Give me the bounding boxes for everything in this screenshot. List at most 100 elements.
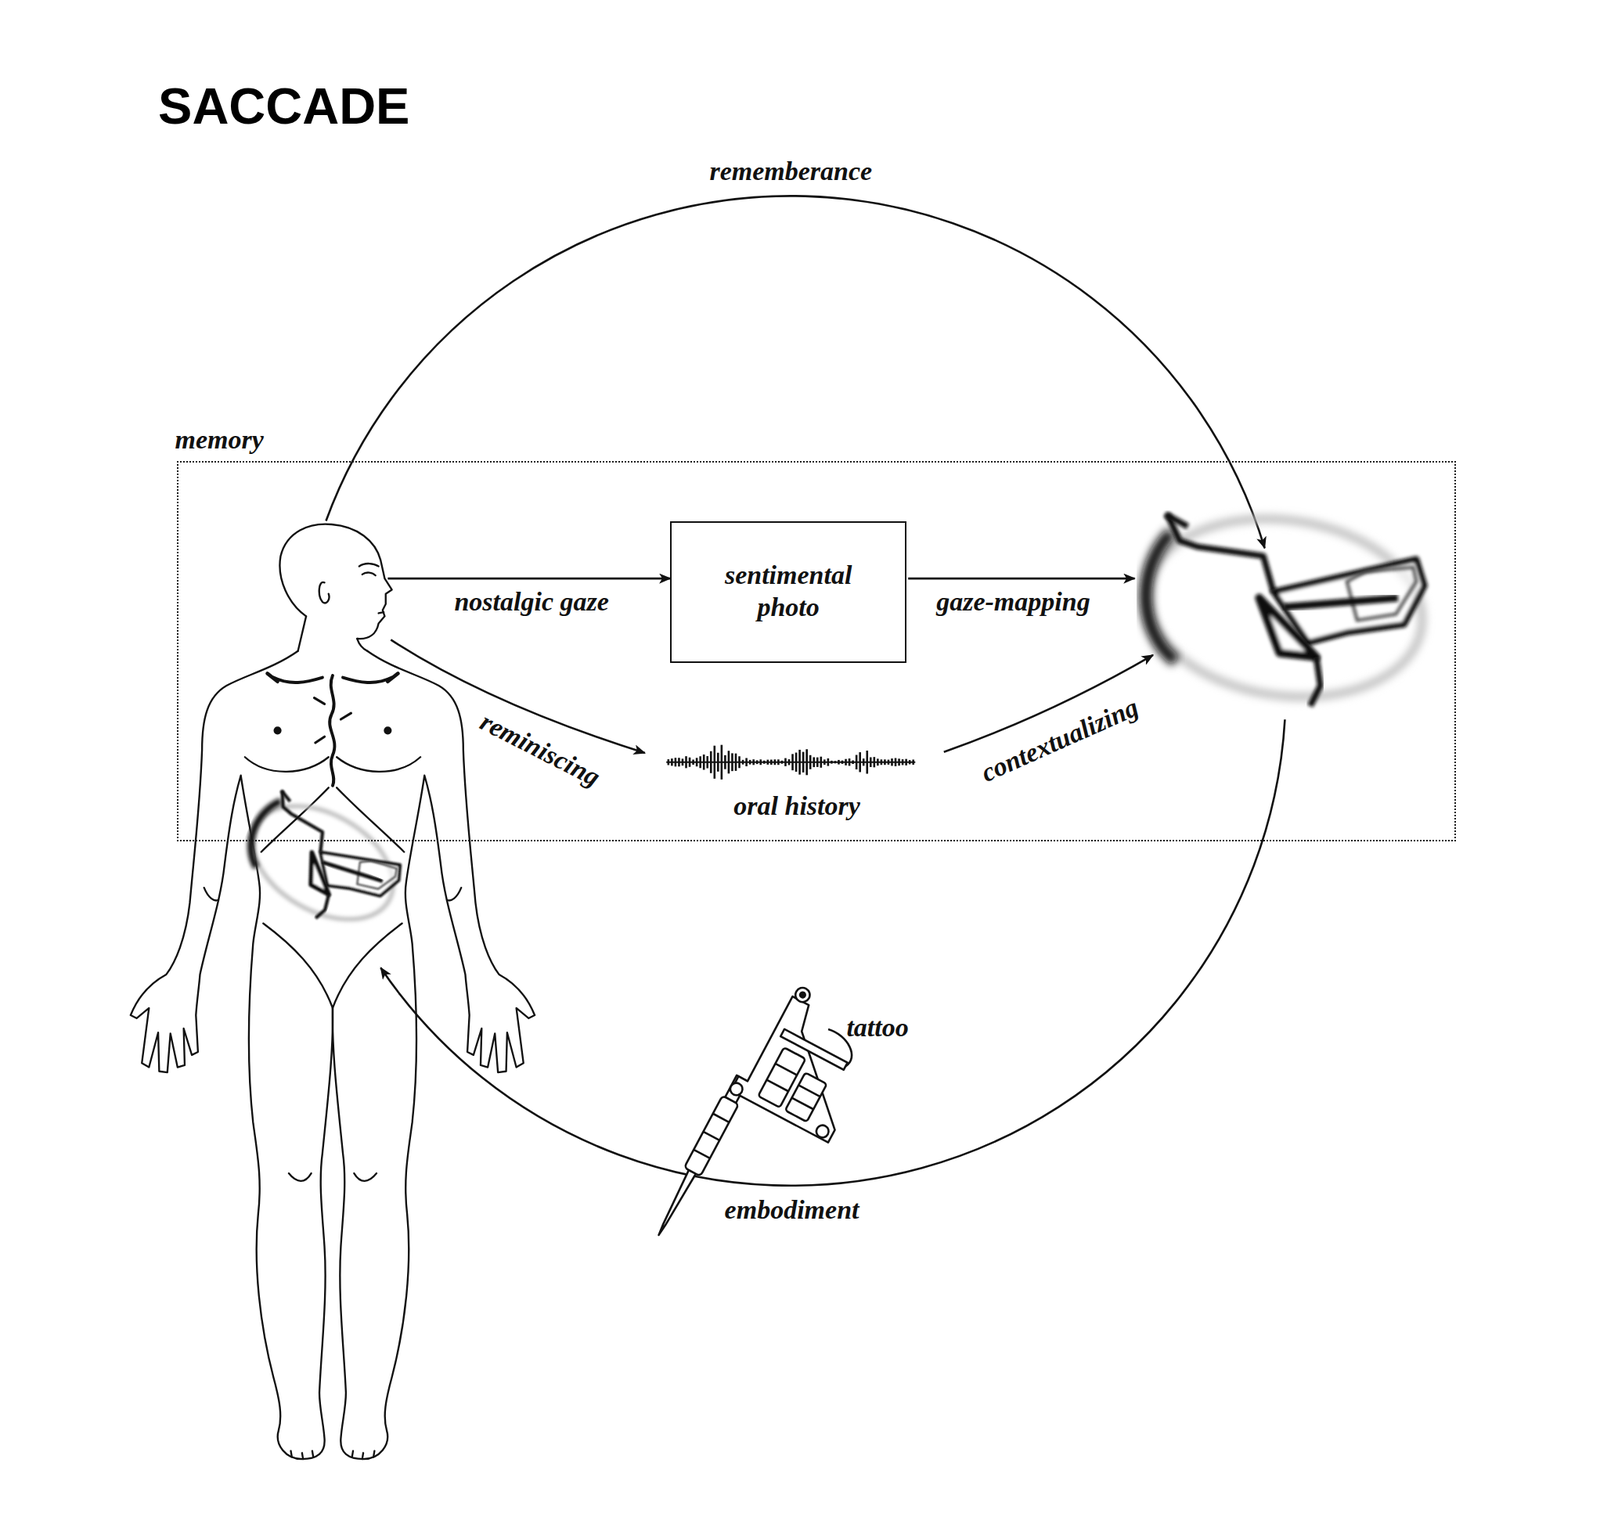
waveform-bar xyxy=(713,745,716,779)
tattoo-machine xyxy=(684,1095,739,1177)
waveform-bar xyxy=(834,760,837,764)
waveform-bar xyxy=(695,757,699,767)
waveform-bar xyxy=(699,756,702,768)
waveform-bar xyxy=(702,754,706,771)
tattoo-machine xyxy=(780,1029,847,1071)
waveform-bar xyxy=(670,758,674,766)
waveform-bar xyxy=(763,760,766,764)
waveform-bar xyxy=(827,758,830,767)
figure-ear xyxy=(319,582,330,603)
waveform-bar xyxy=(855,755,858,771)
waveform-bar xyxy=(802,752,805,773)
figure-mouth xyxy=(378,612,385,613)
process-label: oral history xyxy=(733,789,861,822)
human-figure xyxy=(130,524,535,1460)
tattoo-machine xyxy=(792,985,813,1006)
waveform-bar xyxy=(731,753,734,772)
memory-region: memorysentimental photo xyxy=(176,461,1457,842)
waveform-bar xyxy=(745,757,748,767)
waveform-bar xyxy=(742,760,745,765)
waveform-bar xyxy=(795,753,798,772)
waveform-bar xyxy=(770,760,773,765)
embodiment-arc xyxy=(380,719,1285,1186)
waveform-bar xyxy=(691,759,695,765)
waveform-bar xyxy=(869,757,873,768)
waveform-bar xyxy=(858,752,862,772)
waveform-bar xyxy=(897,758,901,766)
body-tattoo xyxy=(224,778,422,948)
waveform-bar xyxy=(788,759,791,765)
diagram-title: SACCADE xyxy=(158,78,410,135)
waveform-bar xyxy=(880,759,883,765)
label-holder: oral history xyxy=(733,789,861,822)
waveform-bar xyxy=(812,756,815,768)
waveform-bar xyxy=(677,757,681,767)
box-label: sentimental photo xyxy=(709,559,867,624)
figure-half xyxy=(130,651,333,1460)
waveform-bar xyxy=(809,755,812,770)
label-holder: rememberance xyxy=(709,155,873,188)
waveform-bar xyxy=(862,758,865,766)
title-holder: SACCADE xyxy=(158,78,410,135)
process-label: tattoo xyxy=(846,1011,909,1044)
gaze-arrow xyxy=(387,577,671,581)
waveform-bar xyxy=(887,760,891,765)
waveform-bar xyxy=(873,756,876,768)
waveform-bar xyxy=(851,760,855,764)
waveform-bar xyxy=(805,749,808,775)
tattoo-machine xyxy=(693,1113,729,1159)
waveform-bar xyxy=(781,760,784,764)
waveform-bar xyxy=(901,759,905,765)
waveform-bar xyxy=(727,750,731,774)
illustration-group xyxy=(130,195,1435,1460)
figure-eye xyxy=(362,572,376,577)
tattoo-machine xyxy=(655,1168,697,1238)
figure-neck xyxy=(356,638,368,652)
sternum-mark xyxy=(329,675,335,786)
waveform-bar xyxy=(911,759,915,765)
waveform-bar xyxy=(837,760,840,765)
waveform-bar xyxy=(752,759,755,765)
waveform-bar xyxy=(681,758,685,766)
figure-brow xyxy=(359,563,379,566)
waveform-bar xyxy=(848,758,851,766)
mapping-arrow xyxy=(908,577,1135,581)
waveform-bar xyxy=(904,759,908,766)
waveform-bar xyxy=(908,760,912,764)
waveform-bar xyxy=(724,755,727,770)
label-holder: reminiscing xyxy=(474,706,606,794)
process-label: nostalgic gaze xyxy=(454,586,609,619)
process-label: reminiscing xyxy=(474,706,606,794)
waveform-bar xyxy=(798,749,801,775)
waveform-bar xyxy=(820,756,823,768)
label-holder: tattoo xyxy=(846,1011,909,1044)
waveform-bar xyxy=(777,759,780,765)
figure-head xyxy=(279,524,392,639)
waveform-bar xyxy=(894,758,898,768)
label-holder: gaze-mapping xyxy=(936,586,1090,619)
waveform-bar xyxy=(816,757,819,768)
waveform-bar xyxy=(709,751,713,774)
oral-history-waveform xyxy=(666,745,916,780)
waveform-bar xyxy=(883,759,887,765)
region-heading: memory xyxy=(175,424,264,463)
photo-box: sentimental photo xyxy=(670,521,907,664)
waveform-bar xyxy=(756,760,759,764)
sternum-mark xyxy=(313,698,351,743)
waveform-bar xyxy=(667,759,671,765)
tattoo-machine xyxy=(799,991,807,999)
label-holder: nostalgic gaze xyxy=(454,586,609,619)
waveform-bar xyxy=(720,745,724,780)
waveform-bar xyxy=(784,758,787,767)
tattoo-machine xyxy=(814,1123,831,1140)
region-label: memory xyxy=(175,424,264,457)
waveform-bar xyxy=(735,753,738,772)
process-label: embodiment xyxy=(724,1194,860,1227)
process-label: gaze-mapping xyxy=(936,586,1090,619)
waveform-bar xyxy=(684,756,688,768)
waveform-bar xyxy=(830,760,833,764)
waveform-bar xyxy=(717,753,720,772)
tattoo-machine xyxy=(785,1072,827,1122)
